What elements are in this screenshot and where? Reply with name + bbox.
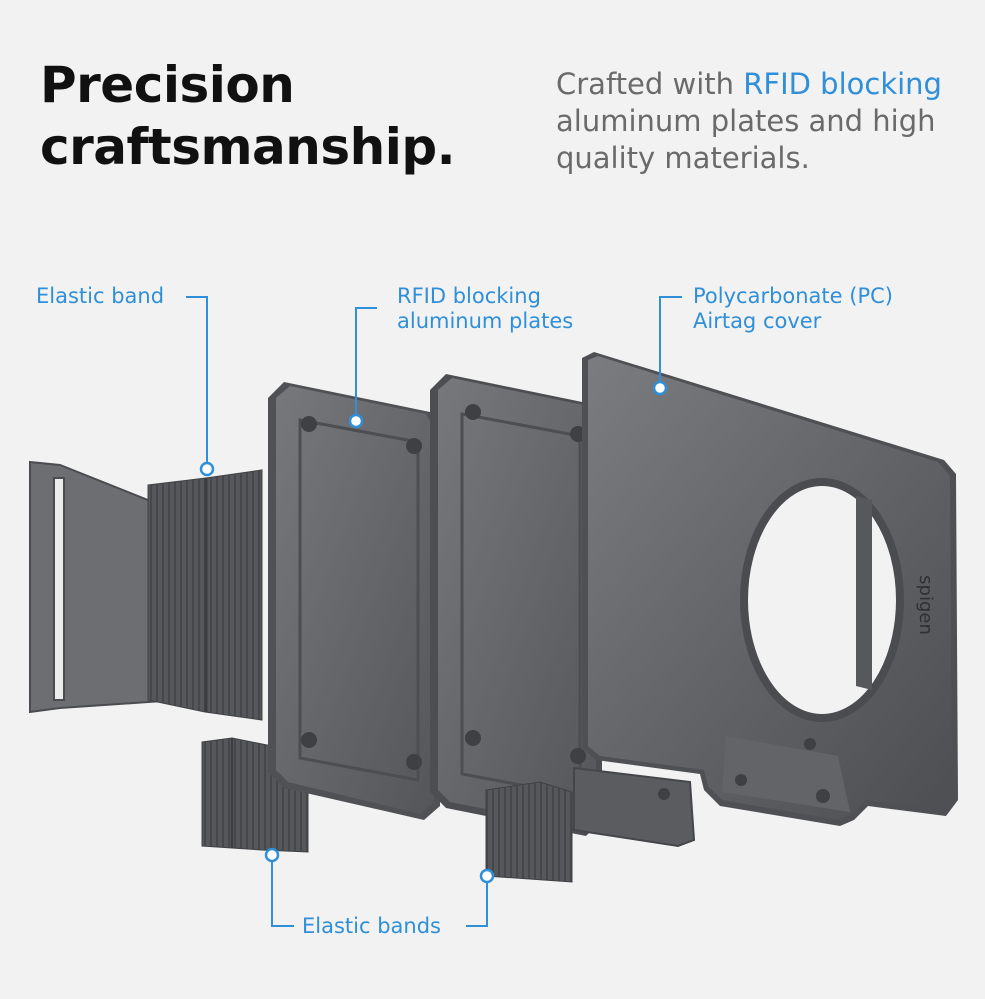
subhead-line-2: aluminum plates and high bbox=[556, 104, 936, 138]
headline: Precision craftsmanship. bbox=[40, 54, 456, 178]
callout-leaders bbox=[186, 296, 682, 927]
rfid-plate-2 bbox=[430, 374, 602, 836]
dot-elastic-bands-right bbox=[479, 868, 495, 884]
lower-center-elastic-tab bbox=[485, 781, 573, 883]
rfid-plate-1 bbox=[268, 382, 440, 820]
subhead-prefix: Crafted with bbox=[556, 67, 744, 101]
elastic-band-part bbox=[29, 460, 263, 721]
callout-pc-line-1: Polycarbonate (PC) bbox=[693, 284, 893, 308]
callout-elastic-bands: Elastic bands bbox=[302, 914, 441, 939]
dot-pc-cover bbox=[652, 380, 668, 396]
leader-pc-cover bbox=[659, 296, 682, 388]
callout-elastic-band-label: Elastic band bbox=[36, 284, 165, 308]
dot-elastic-band bbox=[199, 461, 215, 477]
polycarbonate-airtag-cover bbox=[582, 352, 958, 826]
callout-dots bbox=[199, 380, 668, 884]
spigen-logo: spigen bbox=[915, 575, 936, 635]
callout-elastic-bands-label: Elastic bands bbox=[302, 914, 441, 938]
subhead-highlight: RFID blocking bbox=[743, 67, 942, 101]
callout-elastic-band: Elastic band bbox=[36, 284, 164, 309]
leader-rfid-plates bbox=[355, 307, 377, 421]
subhead-line-3: quality materials. bbox=[556, 141, 810, 175]
dot-elastic-bands-left bbox=[264, 847, 280, 863]
callout-rfid-plates: RFID blocking aluminum plates bbox=[397, 284, 573, 334]
leader-elastic-band bbox=[186, 296, 208, 469]
headline-line-1: Precision bbox=[40, 56, 295, 114]
small-bracket-plate bbox=[573, 766, 696, 848]
leader-elastic-bands-left bbox=[271, 855, 294, 927]
headline-line-2: craftsmanship. bbox=[40, 118, 456, 176]
subheadline: Crafted with RFID blocking aluminum plat… bbox=[556, 66, 976, 177]
callout-rfid-line-1: RFID blocking bbox=[397, 284, 541, 308]
callout-pc-line-2: Airtag cover bbox=[693, 309, 822, 333]
callout-rfid-line-2: aluminum plates bbox=[397, 309, 574, 333]
dot-rfid-plates bbox=[348, 413, 364, 429]
leader-elastic-bands-right bbox=[466, 876, 488, 927]
callout-pc-cover: Polycarbonate (PC) Airtag cover bbox=[693, 284, 893, 334]
